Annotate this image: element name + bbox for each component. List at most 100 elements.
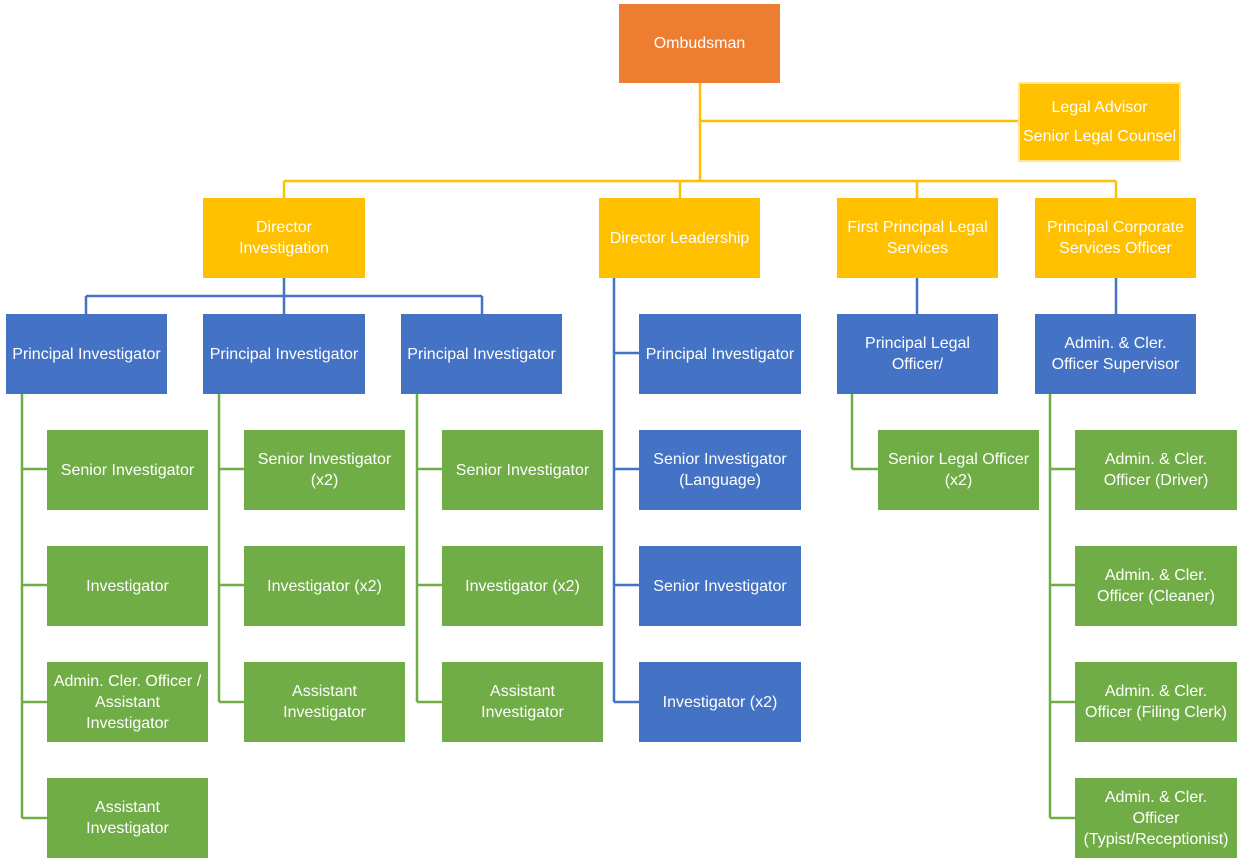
node-label-line: Senior Legal Officer — [887, 451, 1030, 468]
node-label: Investigator (x2) — [663, 692, 778, 713]
node-label: Principal Investigator — [646, 344, 795, 365]
node-label-line: (Language) — [679, 472, 761, 489]
node-label-line: Principal Investigator — [645, 345, 795, 363]
node-label-line: Admin. & Cler. — [1104, 788, 1208, 806]
node-principal-investigator-2: Principal Investigator — [203, 314, 365, 394]
node-admin-cler-officer-cleaner: Admin. & Cler.Officer (Cleaner) — [1075, 546, 1237, 626]
node-label-line: Officer (Cleaner) — [1097, 588, 1215, 605]
node-label: Senior Investigator(Language) — [653, 449, 786, 491]
node-senior-investigator: Senior Investigator(x2) — [244, 430, 405, 510]
node-label-line: Investigator (x2) — [465, 577, 580, 595]
node-label: Senior Investigator — [653, 576, 786, 597]
node-label-line: Officer — [1132, 809, 1180, 827]
node-label-line: Investigation — [239, 240, 329, 257]
node-label-line: Investigator (x2) — [267, 577, 382, 595]
node-admin-cler-officer-typist: Admin. & Cler. Officer (Typist/Receptionis… — [1075, 778, 1237, 858]
node-label-line: Senior Investigator — [653, 577, 787, 595]
node-label-line: Officer (Filing Clerk) — [1085, 704, 1227, 721]
node-label: Senior Investigator — [456, 460, 589, 481]
node-label: Admin. & Cler. Officer (Driver) — [1104, 449, 1209, 491]
node-label: Investigator — [86, 576, 169, 597]
node-label: Investigator (x2) — [267, 576, 382, 597]
node-label: Senior Investigator — [61, 460, 194, 481]
node-investigator: Investigator (x2) — [442, 546, 603, 626]
node-label-line: Assistant — [95, 693, 160, 711]
node-label-line: Principal Investigator — [407, 345, 556, 363]
node-label-line: Investigator — [481, 704, 564, 721]
node-label-line: Principal Corporate — [1047, 219, 1184, 236]
node-label-line: Officer/ — [891, 356, 944, 373]
node-label: Senior Investigator(x2) — [258, 449, 391, 491]
node-label: Admin. & Cler. Officer Supervisor — [1052, 333, 1180, 375]
node-label-line: Investigator — [86, 820, 169, 837]
node-label-line: Ombudsman — [653, 35, 746, 52]
node-investigator: Investigator — [47, 546, 208, 626]
node-label: Director Leadership — [610, 228, 750, 249]
node-label-line: Assistant — [490, 683, 555, 700]
node-investigator: Investigator (x2) — [639, 662, 801, 742]
node-label-line: Services — [886, 240, 949, 257]
node-label-line: Assistant — [292, 683, 357, 700]
node-label: Admin. & Cler.Officer (Cleaner) — [1097, 565, 1215, 607]
node-label-line: Principal Investigator — [12, 345, 161, 363]
node-principal-investigator-4: Principal Investigator — [639, 314, 801, 394]
staff-connectors — [20, 394, 1075, 820]
node-label-line: Officer Supervisor — [1051, 356, 1180, 373]
node-label-line: Admin. & Cler. — [1064, 335, 1167, 352]
node-label-line: Services Officer — [1059, 240, 1172, 257]
node-label-line: Senior Investigator — [455, 461, 590, 479]
node-label-line: Investigator — [86, 577, 169, 595]
node-label-line: Senior Investigator — [60, 461, 195, 479]
node-label: Principal Investigator — [210, 344, 359, 365]
node-senior-investigator: Senior Investigator — [639, 546, 801, 626]
node-senior-investigator: Senior Investigator — [47, 430, 208, 510]
node-label-line: (x2) — [310, 472, 339, 489]
node-label: Senior Legal Officer (x2) — [888, 449, 1029, 491]
top-connectors — [282, 82, 1118, 198]
node-label-line: Investigator (x2) — [662, 693, 778, 711]
node-label-line: Principal Investigator — [209, 345, 359, 363]
node-investigator: Investigator (x2) — [244, 546, 405, 626]
node-senior-legal-officer: Senior Legal Officer (x2) — [878, 430, 1039, 510]
node-label: Principal Investigator — [12, 344, 161, 365]
director-connectors — [84, 278, 1118, 704]
node-admin-cler-officer-supervisor: Admin. & Cler. Officer Supervisor — [1035, 314, 1196, 394]
node-label-line: Admin. & Cler. — [1104, 683, 1208, 700]
node-label-line: Admin. Cler. Officer / — [53, 672, 202, 690]
node-label: Ombudsman — [654, 33, 746, 54]
node-label-line: Investigator — [86, 714, 169, 732]
node-label-line: Senior Legal Counsel — [1023, 128, 1176, 145]
node-senior-investigator-language: Senior Investigator(Language) — [639, 430, 801, 510]
node-label-line: Officer (Driver) — [1103, 472, 1209, 489]
node-label-line: Admin. & Cler. — [1104, 451, 1208, 468]
node-label-line: Legal Advisor — [1051, 99, 1148, 116]
node-senior-investigator: Senior Investigator — [442, 430, 603, 510]
node-label-line: First Principal Legal — [847, 219, 988, 236]
node-label-line: Investigator — [283, 704, 366, 721]
node-label-line: (x2) — [944, 472, 973, 489]
node-principal-investigator-3: Principal Investigator — [401, 314, 562, 394]
node-ombudsman: Ombudsman — [619, 4, 780, 83]
node-director-leadership: Director Leadership — [599, 198, 760, 278]
node-label-line: (Typist/Receptionist) — [1083, 830, 1229, 848]
node-label-line: Director — [255, 219, 312, 236]
node-label-line: Assistant — [95, 799, 160, 816]
